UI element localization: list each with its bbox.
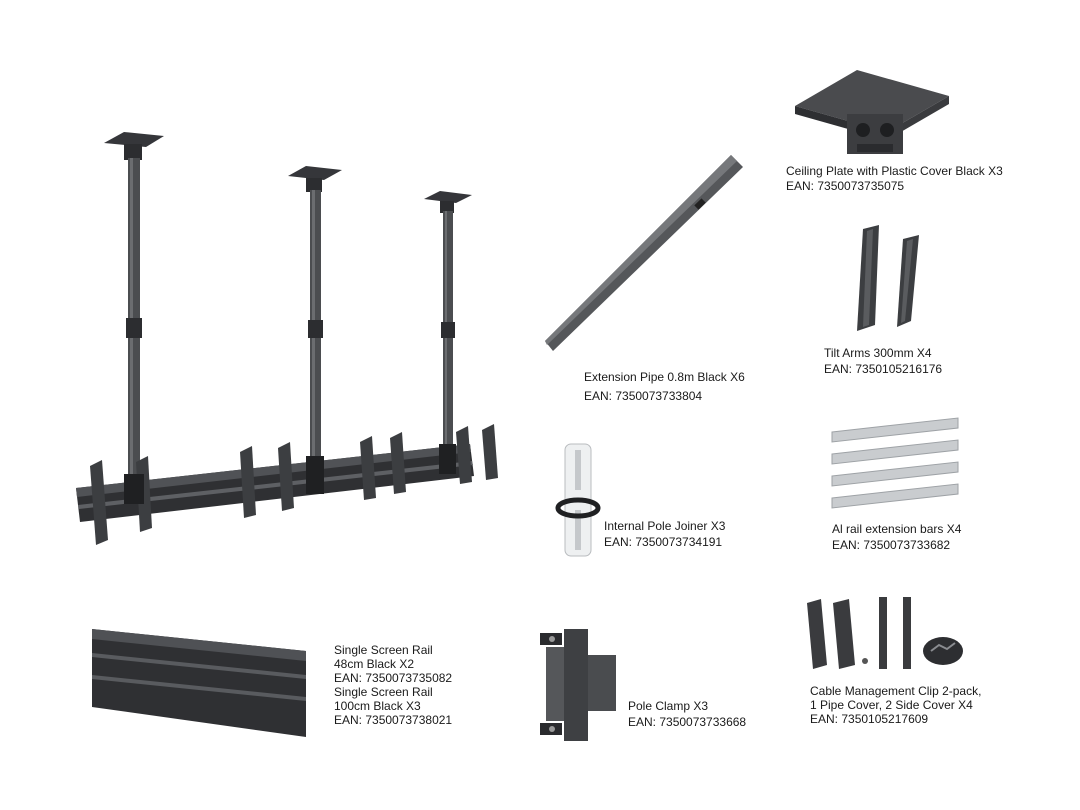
tilt-arms-ean: EAN: 7350105216176 xyxy=(824,362,943,376)
screen-rail-48-name: Single Screen Rail xyxy=(334,643,433,657)
ceiling-plate-label: Ceiling Plate with Plastic Cover Black X… xyxy=(786,164,1003,194)
cable-management-ean: EAN: 7350105217609 xyxy=(810,712,929,726)
ceiling-plate-illustration xyxy=(795,70,949,154)
pole-clamp-name: Pole Clamp X3 xyxy=(628,699,709,713)
tilt-arms-name: Tilt Arms 300mm X4 xyxy=(824,346,932,360)
cable-management-label: Cable Management Clip 2-pack, 1 Pipe Cov… xyxy=(810,684,981,726)
pole-joiner-name: Internal Pole Joiner X3 xyxy=(604,519,726,533)
screen-rail-100-name: Single Screen Rail xyxy=(334,685,433,699)
extension-pipe-label: Extension Pipe 0.8m Black X6 EAN: 735007… xyxy=(584,368,745,406)
pole-clamp-ean: EAN: 7350073733668 xyxy=(628,715,747,729)
extension-pipe-illustration xyxy=(545,155,743,351)
tilt-arms-label: Tilt Arms 300mm X4 EAN: 7350105216176 xyxy=(824,345,942,377)
screen-rail-label: Single Screen Rail 48cm Black X2 EAN: 73… xyxy=(334,643,452,727)
screen-rail-100-ean: EAN: 7350073738021 xyxy=(334,713,453,727)
rail-extension-ean: EAN: 7350073733682 xyxy=(832,538,951,552)
cable-management-name: Cable Management Clip 2-pack, xyxy=(810,684,982,698)
screen-rail-48-size: 48cm Black X2 xyxy=(334,657,415,671)
extension-pipe-name: Extension Pipe 0.8m Black X6 xyxy=(584,370,745,384)
ceiling-plate-ean: EAN: 7350073735075 xyxy=(786,179,905,193)
screen-rail-100-size: 100cm Black X3 xyxy=(334,699,421,713)
rail-extension-label: Al rail extension bars X4 EAN: 735007373… xyxy=(832,521,961,553)
cable-management-covers: 1 Pipe Cover, 2 Side Cover X4 xyxy=(810,698,973,712)
pole-joiner-illustration xyxy=(555,443,601,557)
screen-rail-illustration xyxy=(92,629,306,737)
pole-clamp-illustration xyxy=(540,629,616,741)
ceiling-plate-name: Ceiling Plate with Plastic Cover Black X… xyxy=(786,164,1003,178)
extension-pipe-ean: EAN: 7350073733804 xyxy=(584,389,703,403)
tilt-arms-illustration xyxy=(857,225,919,331)
rail-extension-bars-illustration xyxy=(831,417,959,509)
pole-clamp-label: Pole Clamp X3 EAN: 7350073733668 xyxy=(628,698,746,730)
pole-joiner-label: Internal Pole Joiner X3 EAN: 73500737341… xyxy=(604,518,725,550)
cable-management-illustration xyxy=(807,597,963,669)
pole-joiner-ean: EAN: 7350073734191 xyxy=(604,535,723,549)
screen-rail-48-ean: EAN: 7350073735082 xyxy=(334,671,453,685)
rail-extension-name: Al rail extension bars X4 xyxy=(832,522,962,536)
